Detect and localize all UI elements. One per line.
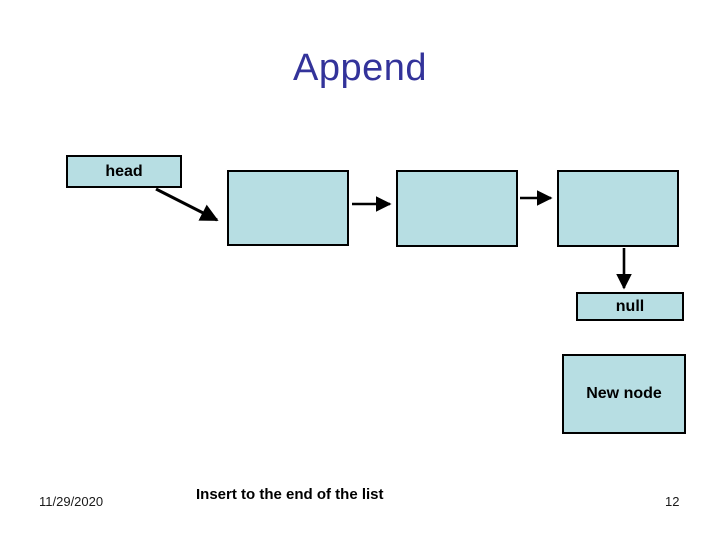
footer-page-number: 12: [665, 494, 680, 509]
footer-caption: Insert to the end of the list: [196, 486, 384, 503]
list-node-box-2[interactable]: [396, 170, 518, 247]
page-title: Append: [292, 47, 427, 89]
footer-date: 11/29/2020: [39, 494, 104, 509]
arrow-head-to-node-1: [155, 187, 219, 222]
new-node-label: New node: [586, 385, 662, 402]
null-terminator-label: null: [615, 297, 645, 315]
null-terminator-box[interactable]: null: [576, 292, 684, 321]
list-node-box-1[interactable]: [227, 170, 349, 246]
list-node-box-3[interactable]: [557, 170, 679, 247]
head-pointer-label: head: [105, 162, 143, 180]
head-pointer-box[interactable]: head: [66, 155, 182, 188]
new-node-box[interactable]: New node: [562, 354, 686, 434]
